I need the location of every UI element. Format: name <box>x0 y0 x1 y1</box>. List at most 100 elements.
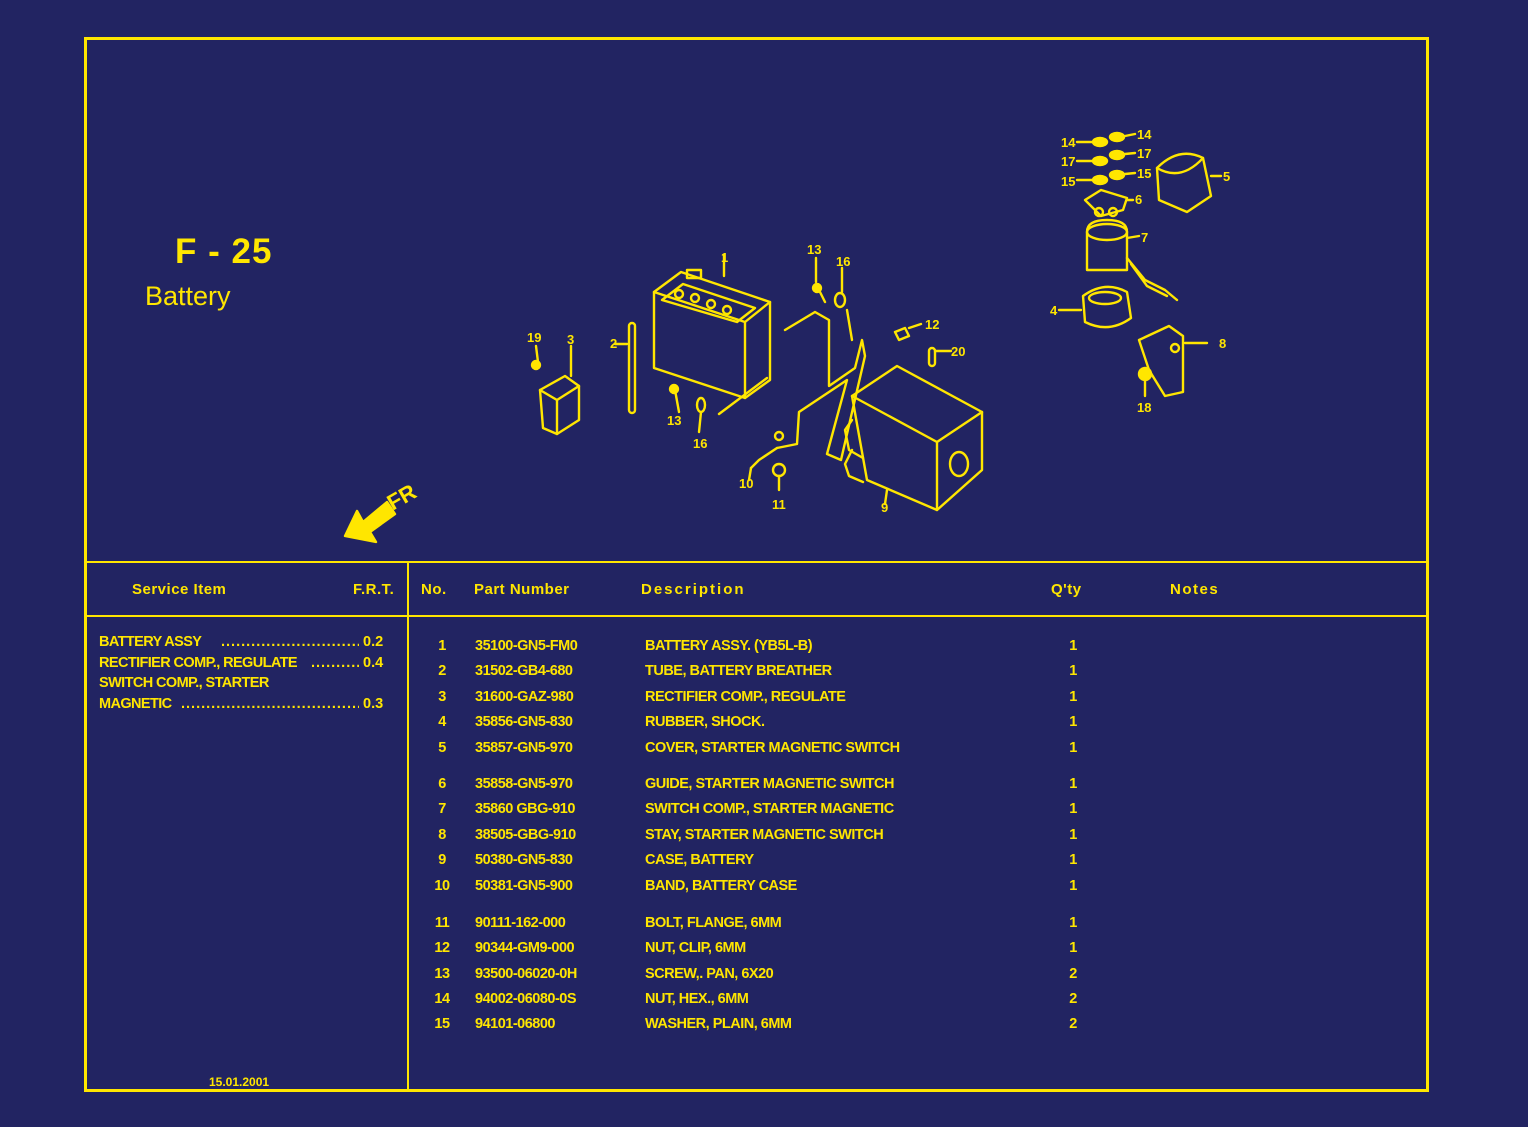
part-number-cell: 31600-GAZ-980 <box>475 689 574 705</box>
service-item-frt: 0.4 <box>363 655 384 671</box>
callout-14: 14 <box>1061 135 1076 150</box>
part-no-cell: 4 <box>438 714 446 730</box>
callout-20: 20 <box>951 344 965 359</box>
washer-stack-part <box>1075 131 1137 186</box>
service-item-label: MAGNETIC <box>99 696 172 712</box>
part-no-cell: 7 <box>438 801 446 817</box>
part-number-cell: 35857-GN5-970 <box>475 740 573 756</box>
part-number-cell: 50380-GN5-830 <box>475 852 573 868</box>
part-no-cell: 12 <box>434 940 450 956</box>
description-cell: SCREW,. PAN, 6X20 <box>645 966 774 982</box>
column-divider <box>407 561 409 1092</box>
part-no-cell: 8 <box>438 827 446 843</box>
callout-13: 13 <box>807 242 821 257</box>
callout-19: 19 <box>527 330 541 345</box>
switch-stay-part <box>1137 324 1209 398</box>
part-no-cell: 10 <box>434 878 450 894</box>
description-cell: CASE, BATTERY <box>645 852 754 868</box>
part-no-cell: 15 <box>434 1016 450 1032</box>
switch-cover-part <box>1155 152 1223 214</box>
table-top-rule <box>87 561 1426 563</box>
part-number-cell: 90111-162-000 <box>475 915 566 931</box>
nut-clip-part <box>893 322 953 368</box>
service-item-label: RECTIFIER COMP., REGULATE <box>99 655 298 671</box>
qty-cell: 1 <box>1069 689 1077 705</box>
switch-guide-part <box>1083 188 1135 218</box>
qty-cell: 1 <box>1069 776 1077 792</box>
callout-15: 15 <box>1061 174 1075 189</box>
part-number-cell: 94101-06800 <box>475 1016 555 1032</box>
description-cell: RECTIFIER COMP., REGULATE <box>645 689 846 705</box>
header-bottom-rule <box>87 615 1426 617</box>
qty-cell: 2 <box>1069 1016 1077 1032</box>
part-number-cell: 35860 GBG-910 <box>475 801 575 817</box>
part-no-cell: 14 <box>434 991 450 1007</box>
callout-16: 16 <box>693 436 707 451</box>
qty-cell: 2 <box>1069 966 1077 982</box>
callout-7: 7 <box>1141 230 1148 245</box>
callout-11: 11 <box>772 497 786 512</box>
figure-title: Battery <box>145 281 231 311</box>
bolt-11-part <box>771 462 787 492</box>
callout-6: 6 <box>1135 192 1142 207</box>
description-cell: NUT, CLIP, 6MM <box>645 940 746 956</box>
qty-cell: 1 <box>1069 740 1077 756</box>
callout-2: 2 <box>610 336 617 351</box>
part-no-cell: 2 <box>438 663 446 679</box>
callout-3: 3 <box>567 332 574 347</box>
service-item-label: SWITCH COMP., STARTER <box>99 675 269 691</box>
qty-cell: 1 <box>1069 915 1077 931</box>
revision-date: 15.01.2001 <box>209 1075 270 1089</box>
service-item-label: BATTERY ASSY <box>99 634 202 650</box>
battery-case-part <box>843 364 984 512</box>
description-cell: BOLT, FLANGE, 6MM <box>645 915 782 931</box>
lower-bolt-washer-part <box>668 376 769 434</box>
service-item-frt: 0.2 <box>363 634 384 650</box>
description-cell: TUBE, BATTERY BREATHER <box>645 663 832 679</box>
qty-cell: 1 <box>1069 801 1077 817</box>
qty-cell: 1 <box>1069 878 1077 894</box>
description-cell: NUT, HEX., 6MM <box>645 991 749 1007</box>
description-cell: COVER, STARTER MAGNETIC SWITCH <box>645 740 900 756</box>
part-number-cell: 94002-06080-0S <box>475 991 577 1007</box>
part-number-cell: 35858-GN5-970 <box>475 776 573 792</box>
part-no-cell: 9 <box>438 852 446 868</box>
part-number-cell: 50381-GN5-900 <box>475 878 573 894</box>
callout-9: 9 <box>881 500 888 515</box>
callout-1: 1 <box>721 250 728 265</box>
part-number-cell: 35856-GN5-830 <box>475 714 573 730</box>
description-cell: WASHER, PLAIN, 6MM <box>645 1016 792 1032</box>
figure-code: F - 25 <box>175 232 273 271</box>
header-service-item: Service Item <box>132 581 227 598</box>
qty-cell: 1 <box>1069 940 1077 956</box>
leader-dots: ........................................… <box>221 634 359 650</box>
part-number-cell: 93500-06020-0H <box>475 966 577 982</box>
callout-15: 15 <box>1137 166 1151 181</box>
header-frt: F.R.T. <box>353 581 395 598</box>
callout-18: 18 <box>1137 400 1151 415</box>
description-cell: BAND, BATTERY CASE <box>645 878 797 894</box>
part-no-cell: 13 <box>434 966 450 982</box>
exploded-diagram: 1 2 3 4 5 6 7 8 9 10 11 12 13 13 14 14 1… <box>343 127 1230 544</box>
part-number-cell: 31502-GB4-680 <box>475 663 573 679</box>
callout-4: 4 <box>1050 303 1058 318</box>
rectifier-part <box>530 344 581 436</box>
callout-14: 14 <box>1137 127 1152 142</box>
callout-17: 17 <box>1137 146 1151 161</box>
description-cell: STAY, STARTER MAGNETIC SWITCH <box>645 827 884 843</box>
callout-12: 12 <box>925 317 939 332</box>
header-description: Description <box>641 581 746 598</box>
battery-band-part <box>747 310 867 482</box>
rubber-shock-part <box>1057 285 1133 329</box>
qty-cell: 1 <box>1069 663 1077 679</box>
part-no-cell: 6 <box>438 776 446 792</box>
callout-17: 17 <box>1061 154 1075 169</box>
callout-10: 10 <box>739 476 753 491</box>
part-no-cell: 3 <box>438 689 446 705</box>
header-no: No. <box>421 581 447 598</box>
description-cell: RUBBER, SHOCK. <box>645 714 765 730</box>
breather-tube-part <box>613 321 637 415</box>
qty-cell: 1 <box>1069 638 1077 654</box>
front-arrow-icon <box>343 500 397 544</box>
part-no-cell: 5 <box>438 740 446 756</box>
